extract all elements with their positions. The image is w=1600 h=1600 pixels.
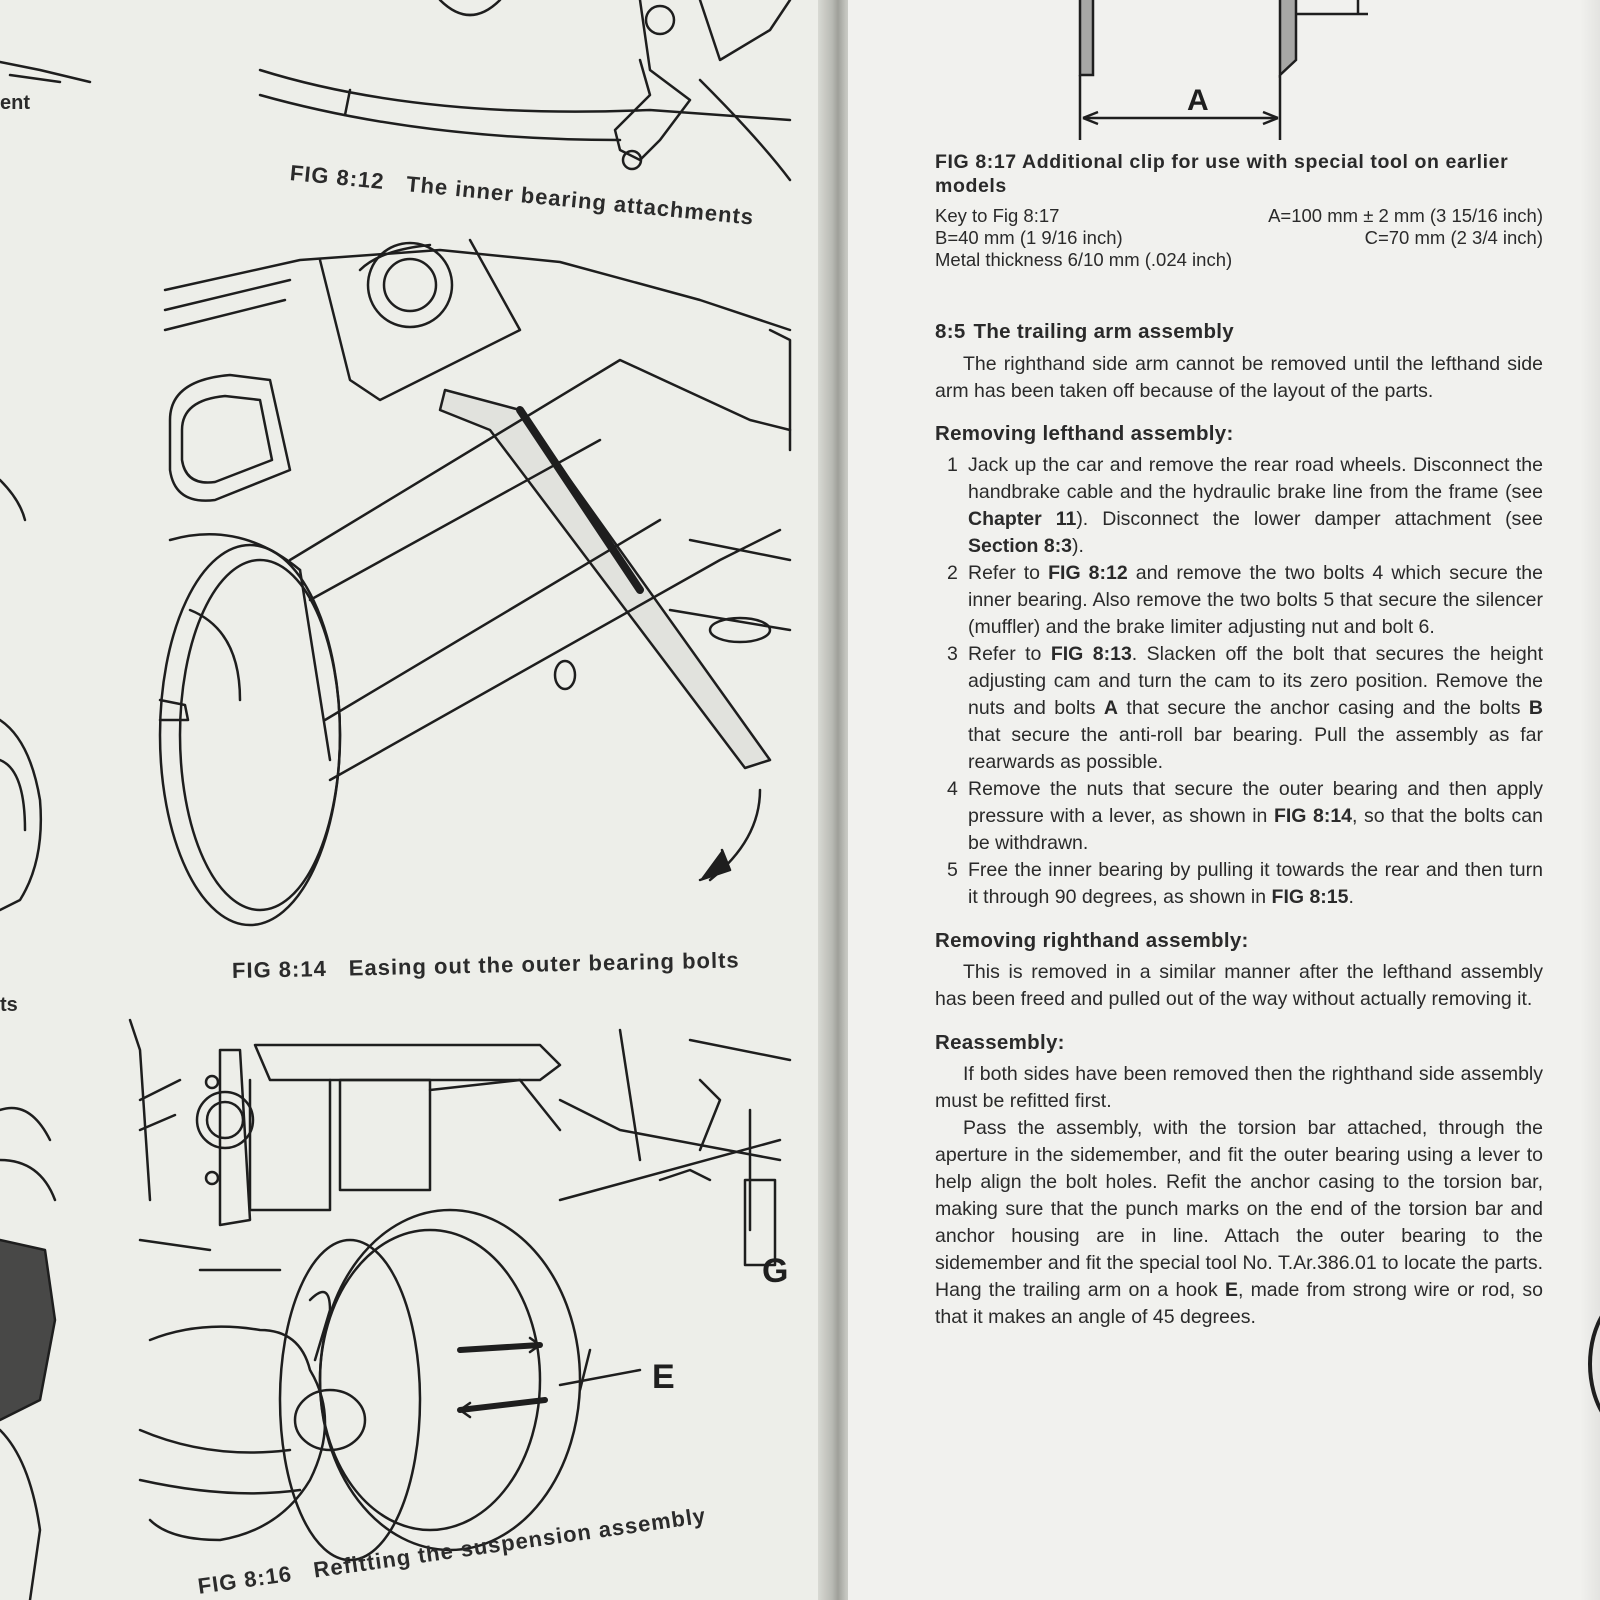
text-fragment-mid: ts	[0, 994, 18, 1016]
key-b: B=40 mm (1 9/16 inch)	[935, 227, 1123, 248]
reassembly-heading: Reassembly:	[935, 1031, 1065, 1054]
fig-8-14-drawing	[158, 238, 792, 927]
key-a: A=100 mm ± 2 mm (3 15/16 inch)	[1268, 205, 1543, 226]
key-title: Key to Fig 8:17	[935, 205, 1060, 226]
reassembly-paragraph-1: If both sides have been removed then the…	[935, 1063, 1543, 1112]
right-page	[848, 0, 1600, 1600]
removing-righthand-text: This is removed in a similar manner afte…	[935, 961, 1543, 1010]
text-fragment-top: ent	[0, 92, 30, 114]
removing-lefthand-heading: Removing lefthand assembly:	[935, 422, 1234, 445]
key-c: C=70 mm (2 3/4 inch)	[1364, 227, 1543, 248]
fig-8-12-drawing	[0, 0, 792, 182]
fig-8-17-caption: FIG 8:17 Additional clip for use with sp…	[935, 151, 1509, 197]
fig-8-17-drawing	[1078, 0, 1368, 140]
label-g: G	[762, 1252, 789, 1290]
label-e: E	[652, 1358, 675, 1396]
left-edge-drawing	[0, 478, 57, 1600]
section-intro: The righthand side arm cannot be removed…	[935, 353, 1543, 402]
removing-righthand-heading: Removing righthand assembly:	[935, 929, 1249, 952]
key-thickness: Metal thickness 6/10 mm (.024 inch)	[935, 249, 1233, 270]
dimension-label-a: A	[1187, 84, 1209, 117]
reassembly-paragraph-2: Pass the assembly, with the torsion bar …	[935, 1117, 1543, 1328]
fig-8-16-drawing	[128, 1018, 792, 1562]
fig-8-17-key: Key to Fig 8:17 A=100 mm ± 2 mm (3 15/16…	[935, 205, 1543, 271]
technical-illustrations	[0, 0, 792, 1600]
page-edge-shadow	[1580, 0, 1600, 1600]
